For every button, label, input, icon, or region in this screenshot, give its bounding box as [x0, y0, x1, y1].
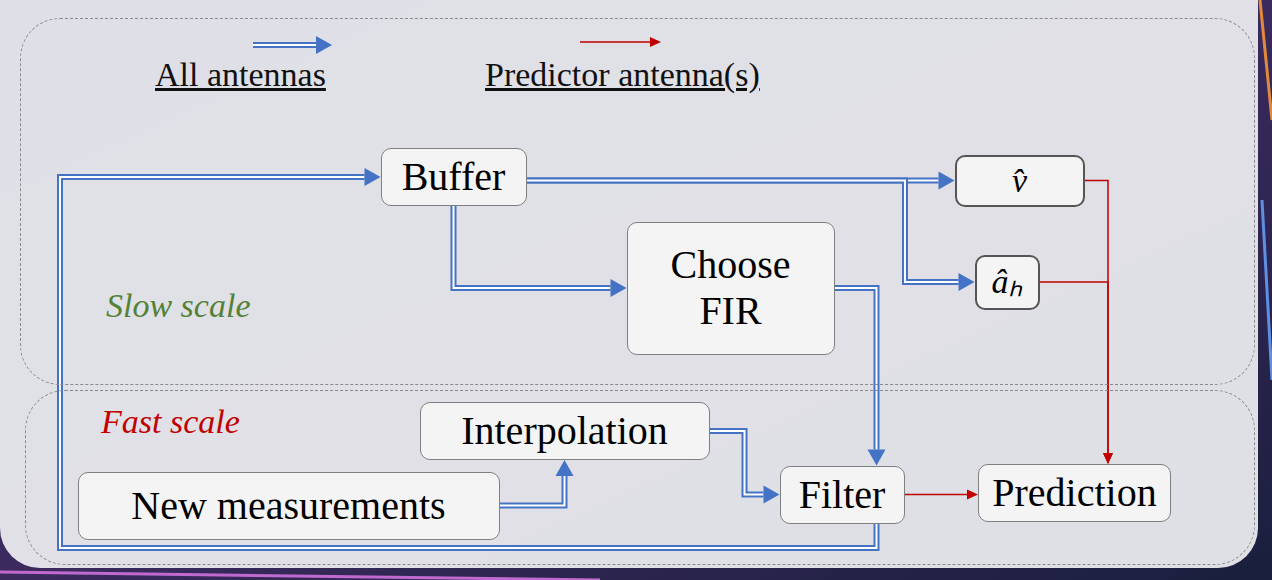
arrow-head — [1103, 453, 1113, 464]
box-label: Prediction — [992, 470, 1156, 516]
double-line-gap — [60, 177, 877, 548]
arrow-head — [959, 273, 975, 291]
box-label: Choose FIR — [656, 242, 806, 334]
red-line — [1040, 282, 1109, 453]
region-label: Slow scale — [106, 287, 250, 325]
red-line — [905, 494, 968, 496]
legend-text: All antennas — [155, 56, 326, 94]
all-antennas-arrow — [500, 460, 574, 506]
double-line-gap — [500, 476, 565, 506]
double-line — [60, 177, 877, 548]
scale-region: Fast scale InterpolationNew measurements F… — [25, 390, 1255, 565]
box-label: Filter — [799, 472, 886, 518]
box-label: Interpolation — [461, 408, 668, 454]
light-streak — [1262, 200, 1272, 380]
double-line — [835, 288, 877, 450]
box-label: New measurements — [131, 483, 445, 529]
light-streak — [1260, 0, 1272, 120]
all-antennas-arrow — [835, 288, 886, 466]
arrow-head — [365, 168, 381, 186]
arrow-head — [611, 279, 627, 297]
red-line — [1085, 181, 1109, 454]
double-line-gap — [710, 431, 764, 495]
estimate-box: âₕ — [975, 255, 1040, 310]
arrow-head — [868, 450, 886, 466]
arrow-head — [650, 37, 661, 47]
estimate-box: v̂ — [955, 155, 1085, 207]
double-line-gap — [253, 44, 316, 46]
double-line-gap — [454, 206, 611, 288]
double-line — [500, 476, 565, 506]
legend-sample-red — [580, 37, 661, 47]
double-line-gap — [835, 288, 877, 450]
legend-sample-blue — [253, 36, 332, 54]
region-label: Fast scale — [101, 403, 240, 441]
process-box: Prediction — [978, 464, 1171, 522]
arrow-head — [764, 486, 780, 504]
legend-text: Predictor antenna(s) — [485, 56, 760, 94]
double-line — [454, 206, 611, 288]
predictor-arrow — [1040, 282, 1114, 464]
light-streak — [0, 572, 600, 580]
all-antennas-arrow — [60, 168, 877, 548]
process-box: Buffer — [381, 148, 527, 206]
light-panel — [0, 0, 1258, 568]
process-box: Choose FIR — [627, 222, 835, 355]
arrow-head — [967, 490, 978, 500]
arrow-head — [556, 460, 574, 476]
arrow-head — [1103, 453, 1113, 464]
double-line — [710, 431, 764, 495]
box-label: âₕ — [992, 262, 1023, 301]
arrow-head — [316, 36, 332, 54]
arrow-head — [939, 172, 955, 190]
all-antennas-arrow — [710, 431, 780, 504]
box-label: v̂ — [1012, 161, 1027, 200]
box-label: Buffer — [402, 154, 506, 200]
process-box: Filter — [780, 466, 905, 524]
process-box: New measurements — [78, 472, 500, 540]
predictor-arrow — [905, 490, 979, 500]
process-box: Interpolation — [420, 402, 710, 460]
all-antennas-arrow — [454, 206, 627, 297]
red-line — [580, 41, 650, 43]
double-line — [253, 42, 316, 48]
